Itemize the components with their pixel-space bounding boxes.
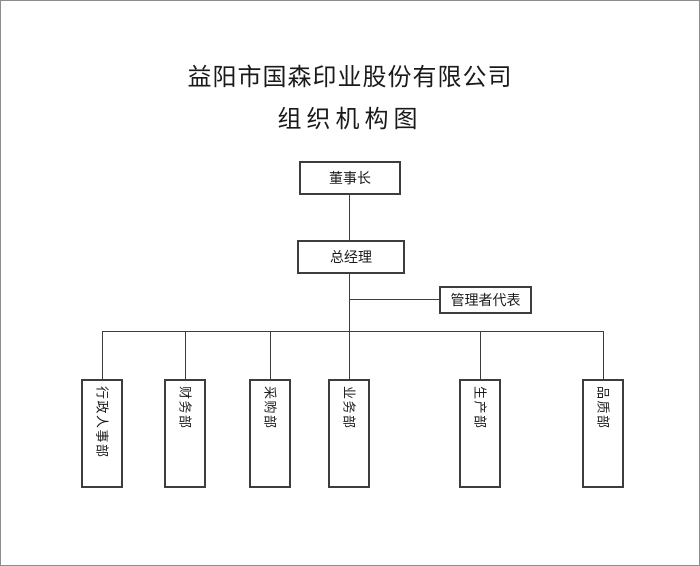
- node-dept-production: 生产部: [459, 379, 501, 488]
- connector-drop-purchasing: [270, 331, 271, 379]
- chart-subtitle: 组织机构图: [277, 106, 423, 133]
- node-dept-finance: 财务部: [164, 379, 206, 488]
- node-dept-production-label: 生产部: [472, 386, 488, 430]
- connector-drop-quality: [603, 331, 604, 379]
- connector-drop-production: [480, 331, 481, 379]
- connector-drop-finance: [185, 331, 186, 379]
- node-dept-finance-label: 财务部: [177, 386, 193, 430]
- node-dept-purchasing: 采购部: [249, 379, 291, 488]
- node-dept-quality: 品质部: [582, 379, 624, 488]
- node-dept-quality-label: 品质部: [595, 386, 611, 430]
- node-dept-admin-hr-label: 行政人事部: [94, 386, 110, 459]
- node-management-rep: 管理者代表: [439, 286, 532, 314]
- company-title: 益阳市国森印业股份有限公司: [187, 64, 513, 91]
- connector-drop-business: [349, 331, 350, 379]
- node-dept-purchasing-label: 采购部: [262, 386, 278, 430]
- connector-gm-trunk: [349, 274, 350, 331]
- connector-distribution-line: [102, 331, 603, 332]
- node-chairman-label: 董事长: [329, 170, 371, 186]
- node-general-manager-label: 总经理: [330, 249, 372, 265]
- node-chairman: 董事长: [299, 161, 401, 195]
- connector-management-rep: [349, 299, 439, 300]
- node-general-manager: 总经理: [297, 240, 405, 274]
- node-dept-business-label: 业务部: [341, 386, 357, 430]
- node-dept-admin-hr: 行政人事部: [81, 379, 123, 488]
- node-dept-business: 业务部: [328, 379, 370, 488]
- connector-drop-admin-hr: [102, 331, 103, 379]
- connector-chairman-gm: [349, 195, 350, 240]
- node-management-rep-label: 管理者代表: [450, 292, 521, 308]
